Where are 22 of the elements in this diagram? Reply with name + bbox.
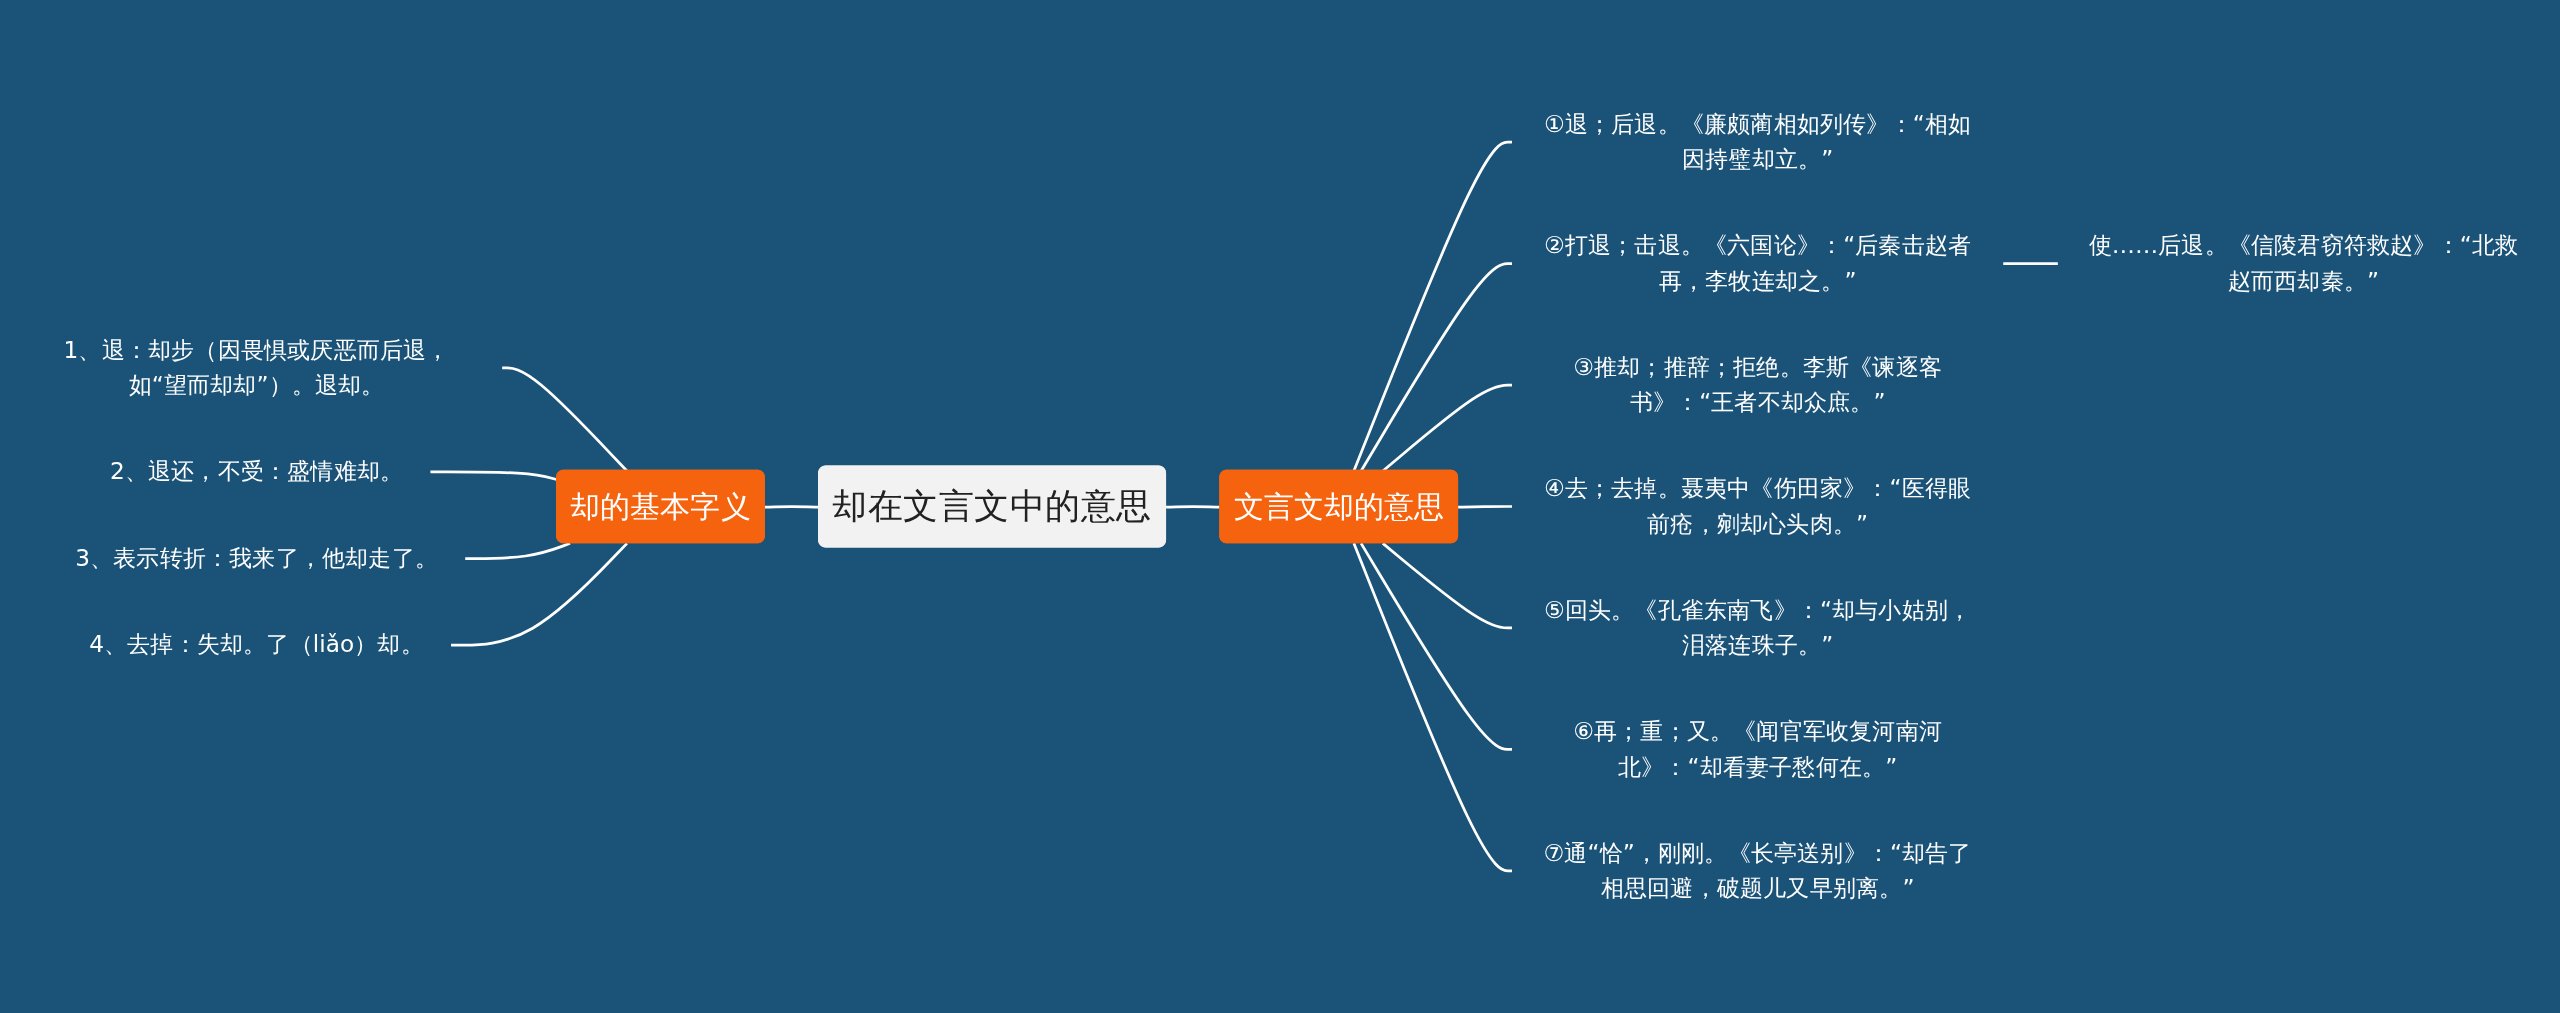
node-text: 使……后退。《信陵君窃符救赵》：“北救赵而西却秦。” [2088,231,2519,294]
node-text: ⑥再；重；又。《闻官军收复河南河北》：“却看妻子愁何在。” [1573,717,1942,780]
connector [451,542,628,647]
node-text: ②打退；击退。《六国论》：“后秦击赵者再，李牧连却之。” [1544,231,1972,294]
connector [2003,262,2058,265]
node-text: ⑤回头。《孔雀东南飞》：“却与小姑别，泪落连珠子。” [1544,595,1972,658]
connector [502,366,628,472]
node-text: 1、退：却步（因畏惧或厌恶而后退，如“望而却却”）。退却。 [63,335,450,398]
node-text: 3、表示转折：我来了，他却走了。 [75,543,438,572]
connector [1458,505,1512,509]
connector [1381,542,1512,630]
connector [1352,542,1512,873]
node-text: ①退；后退。《廉颇蔺相如列传》：“相如因持璧却立。” [1544,110,1972,173]
node-text: ⑦通“恰”，刚刚。《长亭送别》：“却告了相思回避，破题儿又早别离。” [1543,838,1972,901]
connector [1359,262,1512,472]
connector [1359,542,1512,751]
node-text: 2、退还，不受：盛情难却。 [109,457,404,485]
node-text: ③推却；推辞；拒绝。李斯《谏逐客书》：“王者不却众庶。” [1573,352,1942,416]
node-text: 4、去掉：失却。了（liǎo）却。 [89,630,424,658]
connector [465,542,571,560]
node-text: ④去；去掉。聂夷中《伤田家》：“医得眼前疮，剜却心头肉。” [1544,474,1972,537]
connector [1352,140,1512,472]
